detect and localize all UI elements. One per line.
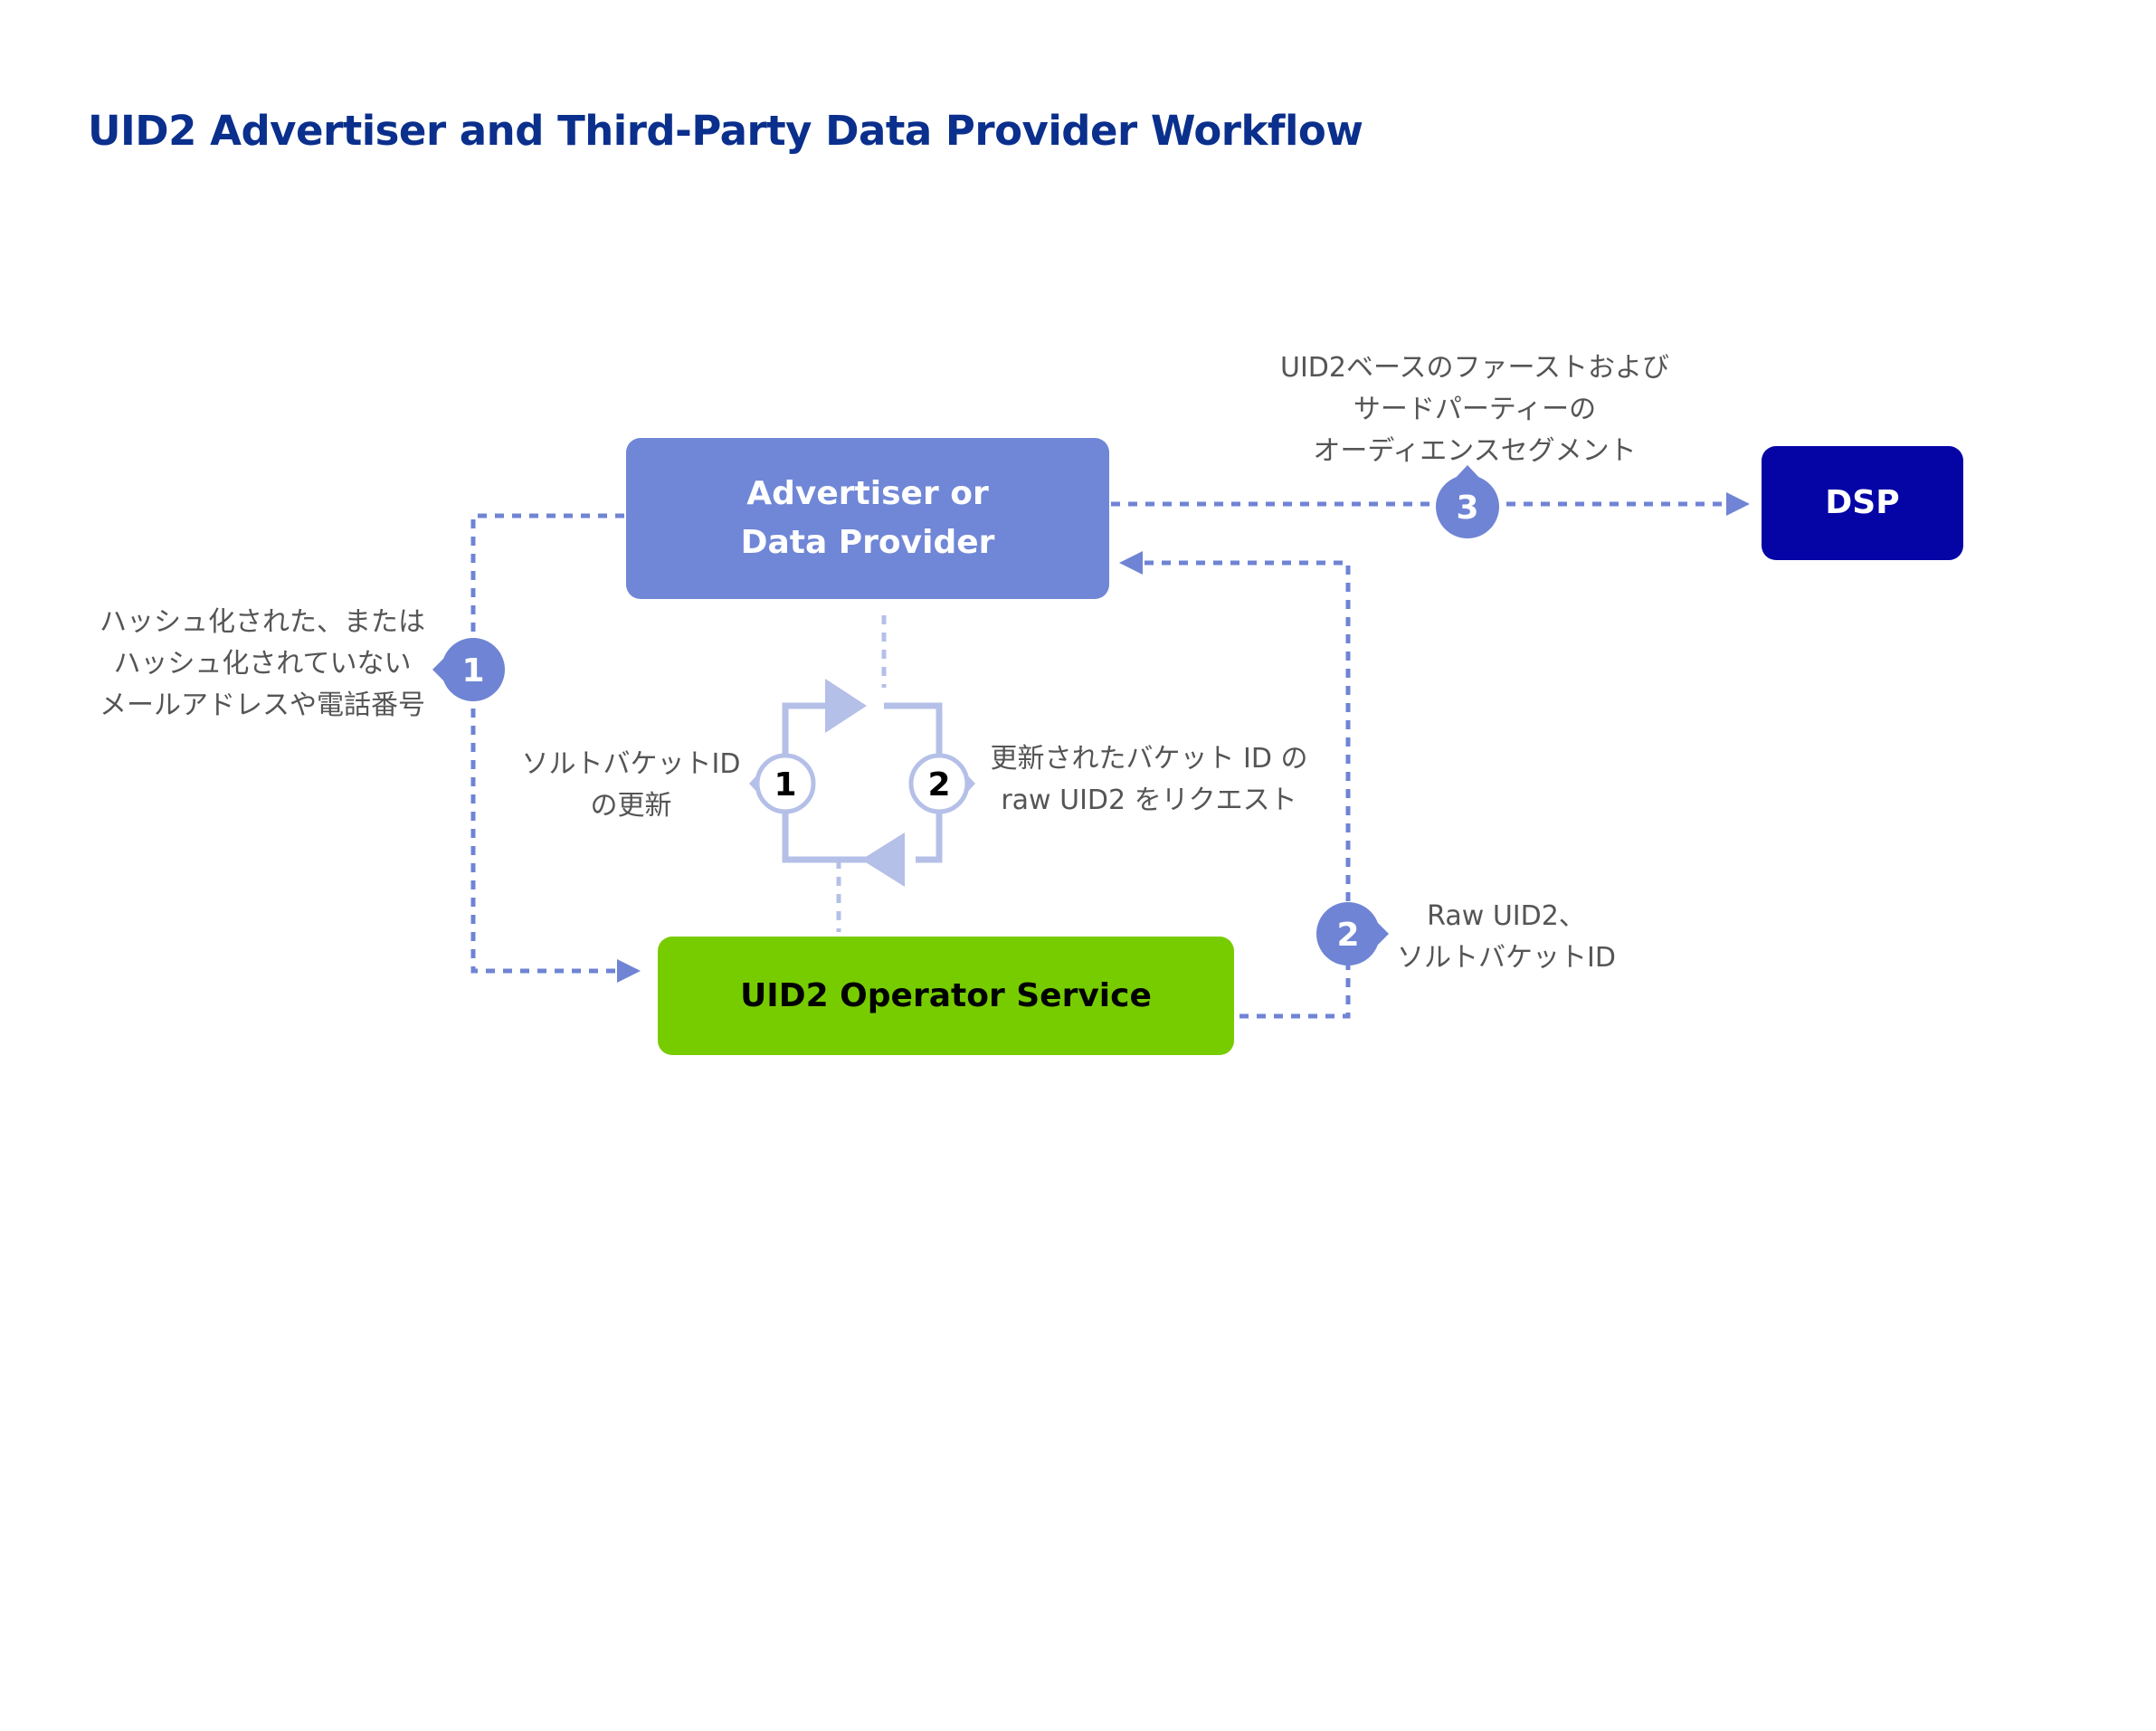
cycle-arrow-top <box>825 679 867 733</box>
step-2-number: 2 <box>1336 917 1360 954</box>
cycle-arrow-bottom <box>861 832 905 887</box>
segments-line-1: UID2ベースのファーストおよび <box>1280 352 1669 384</box>
hashed-line-2: ハッシュ化されていない <box>113 648 412 680</box>
cycle-2-badge <box>908 753 975 814</box>
arrowhead-to-operator <box>617 959 641 983</box>
cycle-dashed-links <box>836 615 887 932</box>
raw-uid2-line-2: ソルトバケットID <box>1397 942 1616 974</box>
arrowhead-to-dsp <box>1726 492 1750 516</box>
step-3-badge <box>1436 465 1499 538</box>
raw-uid2-annotation: Raw UID2、 ソルトバケットID <box>1357 896 1656 979</box>
salt-refresh-line-2: の更新 <box>590 790 672 822</box>
segments-line-2: サードパーティーの <box>1353 394 1597 425</box>
hashed-identifiers-annotation: ハッシュ化された、または ハッシュ化されていない メールアドレスや電話番号 <box>54 602 470 727</box>
raw-uid2-line-1: Raw UID2、 <box>1427 900 1586 932</box>
arrowhead-to-advertiser <box>1119 551 1143 575</box>
request-annotation: 更新されたバケット ID の raw UID2 をリクエスト <box>968 738 1330 822</box>
hashed-line-1: ハッシュ化された、または <box>100 606 425 638</box>
operator-node: UID2 Operator Service <box>658 937 1234 1055</box>
advertiser-label-line-1: Advertiser or <box>746 475 989 512</box>
dsp-label: DSP <box>1825 484 1900 521</box>
advertiser-node: Advertiser or Data Provider <box>626 438 1109 599</box>
cycle-2-number: 2 <box>927 766 951 804</box>
cycle-1-badge <box>749 753 816 814</box>
step-1-badge <box>432 638 505 701</box>
dsp-node: DSP <box>1762 446 1963 560</box>
salt-refresh-annotation: ソルトバケットID の更新 <box>489 744 774 827</box>
diagram-title: UID2 Advertiser and Third-Party Data Pro… <box>88 107 1363 155</box>
operator-label: UID2 Operator Service <box>740 976 1152 1014</box>
step-3-number: 3 <box>1456 490 1479 527</box>
salt-refresh-line-1: ソルトバケットID <box>521 748 741 780</box>
cycle-1-number: 1 <box>774 766 797 804</box>
segments-line-3: オーディエンスセグメント <box>1313 435 1637 467</box>
hashed-line-3: メールアドレスや電話番号 <box>100 690 425 721</box>
connector-step-1 <box>470 513 624 974</box>
segments-annotation: UID2ベースのファーストおよび サードパーティーの オーディエンスセグメント <box>1212 347 1737 472</box>
request-line-2: raw UID2 をリクエスト <box>1001 785 1297 816</box>
advertiser-label-line-2: Data Provider <box>740 524 995 561</box>
connector-step-2 <box>1142 560 1351 1019</box>
request-line-1: 更新されたバケット ID の <box>990 743 1308 775</box>
step-1-number: 1 <box>461 652 485 690</box>
step-2-badge <box>1316 902 1389 965</box>
